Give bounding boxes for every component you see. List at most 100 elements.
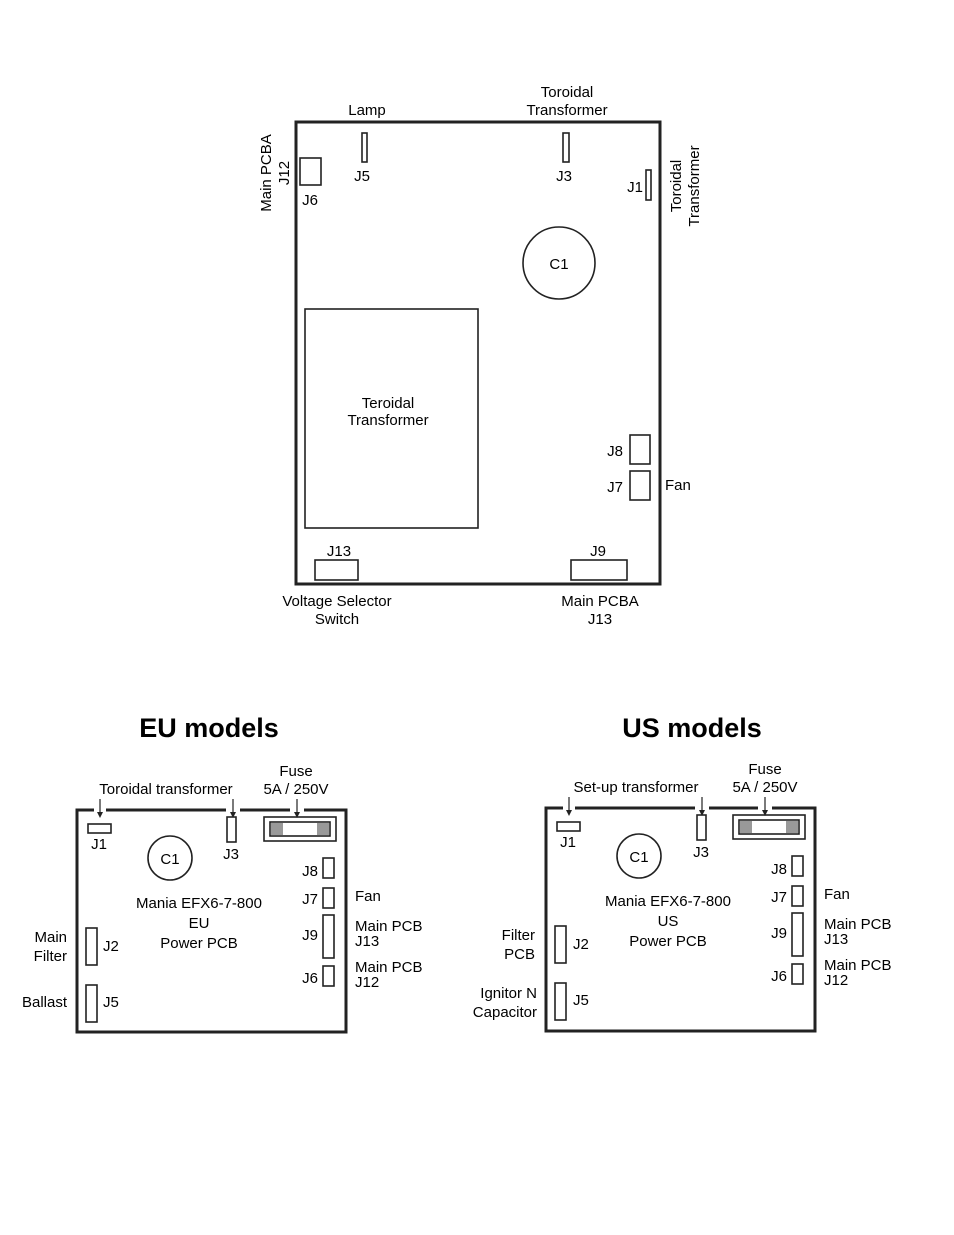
main-pcba-bottom-label-2: J13 bbox=[588, 611, 612, 628]
eu-connector-j1 bbox=[87, 823, 112, 834]
us-filter-pcb-label-1: Filter bbox=[502, 927, 535, 944]
toroidal-side-label-1: Toroidal bbox=[668, 160, 685, 213]
us-fuse-holder bbox=[732, 814, 806, 840]
j1-label: J1 bbox=[627, 179, 643, 196]
j5-label: J5 bbox=[354, 168, 370, 185]
eu-c1-label: C1 bbox=[160, 851, 179, 868]
top-board-outline bbox=[294, 120, 662, 586]
j13-label: J13 bbox=[327, 543, 351, 560]
eu-main-filter-label-2: Filter bbox=[34, 948, 67, 965]
eu-connector-j7 bbox=[322, 887, 335, 909]
eu-connector-j8 bbox=[322, 857, 335, 879]
us-j3-label: J3 bbox=[693, 844, 709, 861]
us-j9-label: J9 bbox=[771, 925, 787, 942]
eu-j9-label: J9 bbox=[302, 927, 318, 944]
us-connector-j3 bbox=[696, 814, 707, 841]
us-main-pcb-j13-label-2: J13 bbox=[824, 931, 848, 948]
us-j6-label: J6 bbox=[771, 968, 787, 985]
eu-j6-label: J6 bbox=[302, 970, 318, 987]
top-power-board: Lamp Toroidal Transformer Main PCBA J12 … bbox=[258, 84, 703, 628]
connector-j6 bbox=[299, 157, 322, 186]
eu-board-title-3: Power PCB bbox=[160, 935, 238, 952]
us-filter-pcb-label-2: PCB bbox=[504, 946, 535, 963]
eu-power-board: EU models Toroidal transformer Fuse 5A /… bbox=[22, 713, 423, 1034]
eu-j3-label: J3 bbox=[223, 846, 239, 863]
us-j1-label: J1 bbox=[560, 834, 576, 851]
us-board-title-1: Mania EFX6-7-800 bbox=[605, 893, 731, 910]
us-capacitor-c1 bbox=[616, 833, 662, 879]
us-ignitor-label-2: Capacitor bbox=[473, 1004, 537, 1021]
us-fuse-label-1: Fuse bbox=[748, 761, 781, 778]
us-j7-label: J7 bbox=[771, 889, 787, 906]
connector-j8 bbox=[629, 434, 651, 465]
eu-fuse-holder bbox=[263, 816, 337, 842]
eu-connector-j5 bbox=[85, 984, 98, 1023]
us-j5-label: J5 bbox=[573, 992, 589, 1009]
main-pcba-bottom-label-1: Main PCBA bbox=[561, 593, 639, 610]
teroidal-transformer-block bbox=[304, 308, 479, 529]
us-pointer-arrows bbox=[566, 797, 768, 816]
us-main-pcb-j12-label-1: Main PCB bbox=[824, 957, 892, 974]
eu-pointer-arrows bbox=[97, 799, 300, 818]
eu-main-pcb-j13-label-1: Main PCB bbox=[355, 918, 423, 935]
j6-label: J6 bbox=[302, 192, 318, 209]
eu-ballast-label: Ballast bbox=[22, 994, 68, 1011]
us-board-title-3: Power PCB bbox=[629, 933, 707, 950]
teroidal-label-1: Teroidal bbox=[362, 395, 415, 412]
connector-j9 bbox=[570, 559, 628, 581]
connector-j7 bbox=[629, 470, 651, 501]
us-board-title-2: US bbox=[658, 913, 679, 930]
voltage-selector-label-1: Voltage Selector bbox=[282, 593, 391, 610]
us-connector-j9 bbox=[791, 912, 804, 957]
eu-fan-label: Fan bbox=[355, 888, 381, 905]
lamp-label: Lamp bbox=[348, 102, 386, 119]
eu-main-pcb-j12-label-1: Main PCB bbox=[355, 959, 423, 976]
us-transformer-label: Set-up transformer bbox=[573, 779, 698, 796]
us-connector-j5 bbox=[554, 982, 567, 1021]
eu-fuse-label-2: 5A / 250V bbox=[263, 781, 328, 798]
us-connector-j8 bbox=[791, 855, 804, 877]
c1-label: C1 bbox=[549, 256, 568, 273]
eu-capacitor-c1 bbox=[147, 835, 193, 881]
us-heading: US models bbox=[622, 713, 762, 743]
main-pcba-side-label-2: J12 bbox=[276, 161, 293, 185]
eu-main-pcb-j12-label-2: J12 bbox=[355, 974, 379, 991]
fan-label: Fan bbox=[665, 477, 691, 494]
eu-fuse-label-1: Fuse bbox=[279, 763, 312, 780]
us-connector-j1 bbox=[556, 821, 581, 832]
us-power-board: US models Set-up transformer Fuse 5A / 2… bbox=[473, 713, 892, 1033]
voltage-selector-label-2: Switch bbox=[315, 611, 359, 628]
eu-board-outline bbox=[75, 808, 348, 1034]
us-connector-j2 bbox=[554, 925, 567, 964]
eu-main-pcb-j13-label-2: J13 bbox=[355, 933, 379, 950]
us-j2-label: J2 bbox=[573, 936, 589, 953]
eu-j2-label: J2 bbox=[103, 938, 119, 955]
connector-j13 bbox=[314, 559, 359, 581]
eu-connector-j9 bbox=[322, 914, 335, 959]
main-pcba-side-label-1: Main PCBA bbox=[258, 134, 275, 212]
eu-j5-label: J5 bbox=[103, 994, 119, 1011]
j9-label: J9 bbox=[590, 543, 606, 560]
eu-j8-label: J8 bbox=[302, 863, 318, 880]
capacitor-c1 bbox=[522, 226, 596, 300]
toroidal-top-label-1: Toroidal bbox=[541, 84, 594, 101]
connector-j5 bbox=[361, 132, 368, 163]
j7-label: J7 bbox=[607, 479, 623, 496]
teroidal-label-2: Transformer bbox=[347, 412, 428, 429]
eu-connector-j3 bbox=[226, 816, 237, 843]
us-connector-j6 bbox=[791, 963, 804, 985]
j8-label: J8 bbox=[607, 443, 623, 460]
connector-j3 bbox=[562, 132, 570, 163]
eu-transformer-label: Toroidal transformer bbox=[99, 781, 232, 798]
connector-j1 bbox=[645, 169, 652, 201]
eu-heading: EU models bbox=[139, 713, 279, 743]
us-j8-label: J8 bbox=[771, 861, 787, 878]
eu-j7-label: J7 bbox=[302, 891, 318, 908]
j3-label: J3 bbox=[556, 168, 572, 185]
us-connector-j7 bbox=[791, 885, 804, 907]
eu-board-title-1: Mania EFX6-7-800 bbox=[136, 895, 262, 912]
toroidal-side-label-2: Transformer bbox=[686, 145, 703, 226]
toroidal-top-label-2: Transformer bbox=[526, 102, 607, 119]
us-board-outline bbox=[544, 806, 817, 1033]
